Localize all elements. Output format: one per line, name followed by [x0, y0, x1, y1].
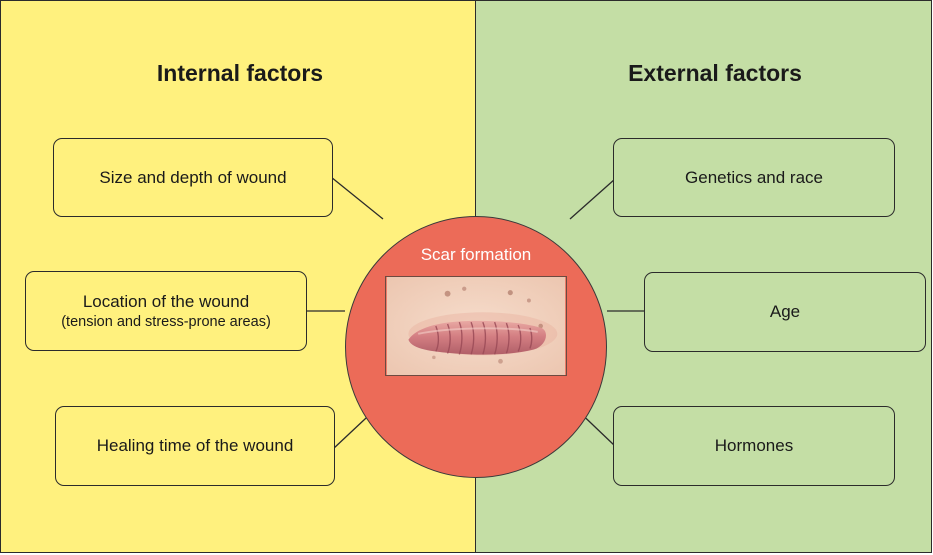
factor-box-size-depth: Size and depth of wound	[53, 138, 333, 217]
factor-sublabel: (tension and stress-prone areas)	[61, 313, 271, 332]
factor-box-genetics: Genetics and race	[613, 138, 895, 217]
scar-formation-label: Scar formation	[345, 245, 607, 265]
connector-line-size-depth	[331, 177, 383, 219]
factor-label: Age	[770, 301, 800, 323]
factor-label: Hormones	[715, 435, 793, 457]
factor-label: Genetics and race	[685, 167, 823, 189]
factor-label: Size and depth of wound	[99, 167, 286, 189]
factor-box-healing-time: Healing time of the wound	[55, 406, 335, 486]
factor-box-hormones: Hormones	[613, 406, 895, 486]
keloid-scar-photo	[385, 276, 567, 376]
factor-box-age: Age	[644, 272, 926, 352]
connector-line-genetics	[570, 179, 615, 219]
factor-label: Healing time of the wound	[97, 435, 294, 457]
factor-box-location: Location of the wound (tension and stres…	[25, 271, 307, 351]
factor-label: Location of the wound	[83, 291, 249, 313]
